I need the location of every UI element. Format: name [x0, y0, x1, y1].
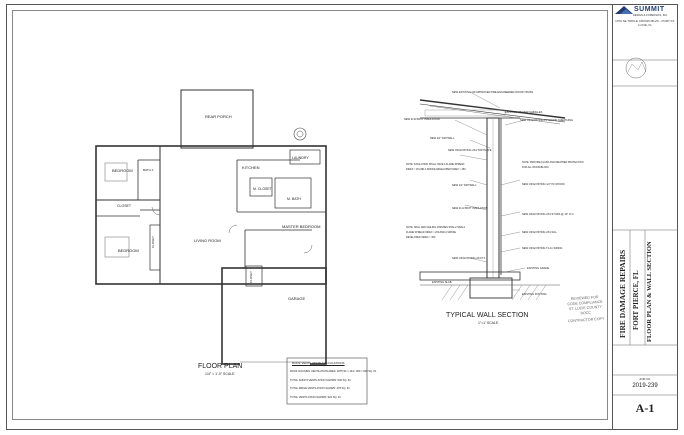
ws-note-flash: NOTE: PROVIDE FLASH AND WEATHER PROTECTI… — [522, 161, 584, 169]
sheet-description: FLOOR PLAN & WALL SECTION — [646, 241, 653, 342]
ws-note-truss: NEW EXISTING OR APPROVED PRE-ENGINEERED … — [452, 91, 534, 94]
room-label-closet-3: CLOSET — [249, 270, 253, 283]
room-label-living-room: LIVING ROOM — [194, 238, 221, 243]
room-label-rear-porch: REAR PORCH — [205, 114, 232, 119]
ws-note-grade: EXISTING GRADE — [527, 267, 550, 270]
ws-note-shingles: EXISTING OR NEW SHINGLES — [505, 111, 543, 114]
floor-plan-scale: 1/4" = 1'-0" SCALE — [205, 372, 235, 376]
ventilation-line-3: TOTAL RIDGE VENTILATION SHOWN: 378 SQ. I… — [290, 387, 351, 390]
ws-note-footing: EXISTING FOOTING — [522, 293, 547, 296]
wall-section-scale: 1"=1' SCALE — [478, 321, 499, 325]
job-no: 2019-239 — [632, 383, 658, 389]
ws-note-plywood: NEW OR EXISTING 1/2" PLYWOOD — [522, 183, 565, 186]
wall-section-title: TYPICAL WALL SECTION — [446, 312, 529, 319]
company-subtitle: DESIGN & FORENSICS, INC. — [633, 14, 668, 17]
room-label-master-bedroom: MASTER BEDROOM — [282, 224, 321, 229]
ws-note-sill: NEW OR EXISTING 2X4 SILL — [522, 231, 557, 234]
floor-plan-title: FLOOR PLAN — [198, 363, 243, 370]
room-label-closet-2: CLOSET — [151, 235, 155, 248]
drawing-area — [12, 10, 608, 420]
ventilation-title: ROOF VENTILATION CALCULATIONS — [292, 361, 345, 365]
ws-note-slab: EXISTING SLAB — [432, 281, 452, 284]
ws-note-r30: NEW R-30 BATT INSULATION — [404, 118, 440, 121]
ws-note-pt: NEW OR EXISTING 2X4 P.T. — [452, 257, 486, 260]
room-label-bedroom-1: BEDROOM — [112, 168, 133, 173]
ws-note-r13: NEW R-13 BATT INSULATION — [452, 207, 488, 210]
title-block — [612, 4, 678, 430]
room-label-m-closet: M. CLOSET — [253, 187, 272, 191]
ws-note-drywall-wall: NEW 1/2" DRYWALL — [452, 184, 477, 187]
ws-note-top-plate: NEW OR EXISTING 2X4 TOP PLATE — [448, 149, 492, 152]
ventilation-line-2: TOTAL SOFFIT VENTILATION SHOWN: 546 SQ. … — [290, 379, 352, 382]
room-label-closet-1: CLOSET — [117, 204, 132, 208]
sheet-number: A-1 — [635, 401, 655, 415]
company-address: 1700 SE TRIPLE CROWN BLVD - PORT ST. LUC… — [615, 19, 675, 27]
ventilation-line-1: ROOF HOUSING VENTILATION AREA: 1875 SF x… — [290, 370, 377, 373]
job-no-label: JOB NO. — [638, 377, 651, 381]
project-title: FIRE DAMAGE REPAIRS — [618, 249, 627, 338]
ventilation-line-4: TOTAL VENTILATION SHOWN: 924 SQ. IN. — [290, 396, 342, 399]
room-label-kitchen: KITCHEN — [242, 165, 260, 170]
ws-note-drywall-ceiling: NEW 1/2" DRYWALL — [430, 137, 455, 140]
project-city: FORT PIERCE, FL — [632, 270, 640, 330]
room-label-laundry: LAUNDRY — [292, 156, 309, 160]
ws-note-siding: NEW OR EXISTING T1-11 SIDING — [522, 247, 563, 250]
drawing-sheet — [6, 4, 678, 430]
room-label-bath-2: BATH 2 — [143, 168, 154, 172]
room-label-bedroom-2: BEDROOM — [118, 248, 139, 253]
ws-note-plywood-sheathing: NEW OR EXISTING PLYWOOD SHEATHING — [520, 119, 573, 122]
room-label-garage: GARAGE — [288, 296, 306, 301]
review-stamp: REVIEWED FOR CODE COMPLIANCE ST. LUCIE C… — [557, 294, 616, 340]
stamp-line-5: CONTRACTOR COPY — [567, 316, 605, 324]
ws-note-insulation: NOTE: INSULATION SHALL HAVE A FLAME SPRE… — [406, 163, 466, 171]
ws-note-finishes: NOTE: WALL AND CEILING FINISHES SHALL HA… — [406, 226, 465, 239]
company-name: SUMMIT — [634, 6, 665, 13]
room-label-m-bath: M. BATH — [287, 197, 301, 201]
ws-note-studs: NEW OR EXISTING 2X4 STUDS @ 16" O.C. — [522, 213, 575, 216]
